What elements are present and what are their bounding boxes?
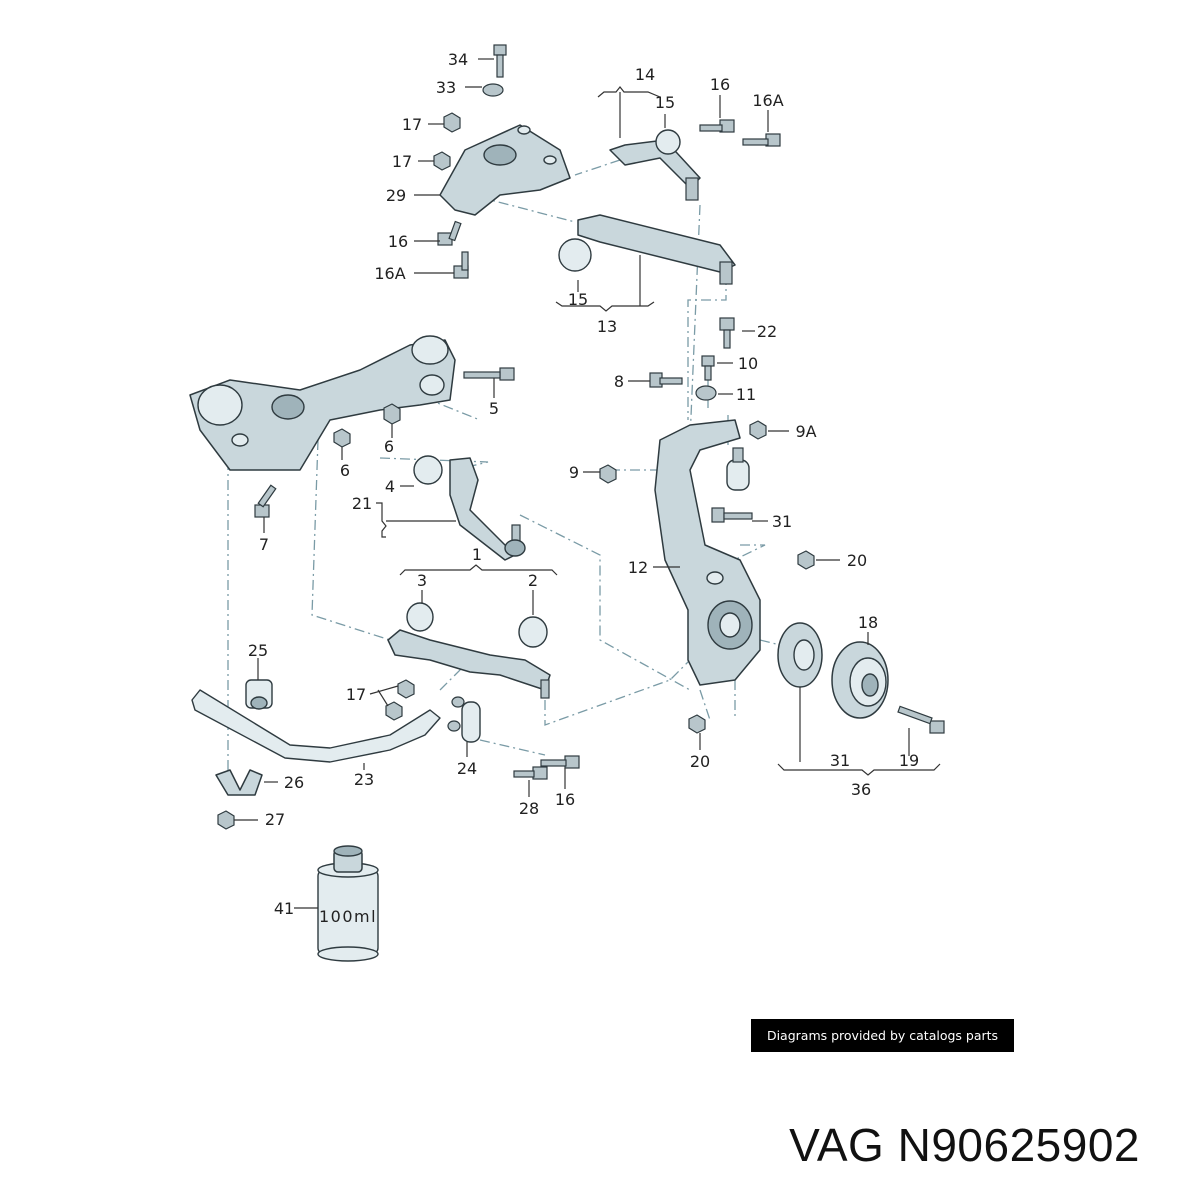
label-29: 29 xyxy=(386,186,406,205)
lower-arm-21 xyxy=(413,455,526,561)
label-34: 34 xyxy=(448,50,468,69)
upper-arm-13 xyxy=(558,214,736,285)
callout-labels: 34 33 17 17 29 16 16A 14 15 16 16A 15 13… xyxy=(248,50,919,918)
label-41: 41 xyxy=(274,899,294,918)
nut-17-lower xyxy=(433,151,451,171)
label-9: 9 xyxy=(569,463,579,482)
label-14: 14 xyxy=(635,65,655,84)
label-20-lower: 20 xyxy=(690,752,710,771)
bushing-25 xyxy=(245,679,273,710)
bolt-10 xyxy=(701,355,715,381)
leader-lines xyxy=(234,58,941,909)
label-36: 36 xyxy=(851,780,871,799)
label-19: 19 xyxy=(899,751,919,770)
label-31-lower: 31 xyxy=(830,751,850,770)
label-11: 11 xyxy=(736,385,756,404)
nut-17-arm-lower xyxy=(385,701,403,721)
label-12: 12 xyxy=(628,558,648,577)
label-25: 25 xyxy=(248,641,268,660)
bolt-22 xyxy=(719,317,735,349)
bolt-31-upper xyxy=(711,507,753,523)
nut-27 xyxy=(217,810,235,830)
bolt-16A-left xyxy=(453,251,469,279)
label-17-lower: 17 xyxy=(392,152,412,171)
label-24: 24 xyxy=(457,759,477,778)
credit-banner: Diagrams provided by catalogs parts xyxy=(751,1019,1014,1052)
washer-33 xyxy=(482,83,504,97)
label-20-upper: 20 xyxy=(847,551,867,570)
label-28: 28 xyxy=(519,799,539,818)
wheel-bearing-housing-12 xyxy=(654,419,761,686)
nut-6-right xyxy=(383,403,401,425)
bolt-19 xyxy=(897,705,945,734)
label-6-right: 6 xyxy=(384,437,394,456)
bolt-16A-upper xyxy=(742,133,781,147)
label-17-upper: 17 xyxy=(402,115,422,134)
label-16-lower: 16 xyxy=(555,790,575,809)
nut-17-arm-upper xyxy=(397,679,415,699)
label-7: 7 xyxy=(259,535,269,554)
bolt-16-upper xyxy=(699,119,735,133)
washer-11 xyxy=(695,385,717,401)
nut-20-upper xyxy=(797,550,815,570)
clamp-26 xyxy=(215,769,263,796)
nut-9 xyxy=(599,464,617,484)
label-3: 3 xyxy=(417,571,427,590)
bolt-16-left xyxy=(437,220,462,246)
bolt-8 xyxy=(649,372,683,388)
label-4: 4 xyxy=(385,477,395,496)
part-number-title: VAG N90625902 xyxy=(789,1119,1140,1171)
label-16-left: 16 xyxy=(388,232,408,251)
label-15-lower: 15 xyxy=(568,290,588,309)
lower-arm-1 xyxy=(387,602,551,699)
nut-20-lower xyxy=(688,714,706,734)
label-33: 33 xyxy=(436,78,456,97)
label-8: 8 xyxy=(614,372,624,391)
nut-6-left xyxy=(333,428,351,448)
upper-arm-14 xyxy=(609,129,701,201)
label-5: 5 xyxy=(489,399,499,418)
label-18: 18 xyxy=(858,613,878,632)
label-27: 27 xyxy=(265,810,285,829)
label-6-left: 6 xyxy=(340,461,350,480)
nut-9A xyxy=(749,420,767,440)
nut-17-upper xyxy=(443,112,461,133)
label-31-upper: 31 xyxy=(772,512,792,531)
label-21: 21 xyxy=(352,494,372,513)
bolt-7 xyxy=(254,484,277,518)
label-15-upper: 15 xyxy=(655,93,675,112)
label-23: 23 xyxy=(354,770,374,789)
bolt-16-lower xyxy=(540,755,580,769)
oil-bottle-41: 100ml xyxy=(317,845,379,962)
label-13: 13 xyxy=(597,317,617,336)
label-16A-left: 16A xyxy=(374,264,405,283)
stabilizer-bar-23 xyxy=(191,689,441,763)
label-17-arm: 17 xyxy=(346,685,366,704)
label-26: 26 xyxy=(284,773,304,792)
wheel-bearing-31 xyxy=(777,622,823,688)
label-16A-upper: 16A xyxy=(752,91,783,110)
bottle-volume-label: 100ml xyxy=(319,907,377,926)
coupling-rod-24 xyxy=(447,696,481,743)
label-10: 10 xyxy=(738,354,758,373)
wheel-hub-18 xyxy=(831,641,889,719)
label-2: 2 xyxy=(528,571,538,590)
subframe xyxy=(189,335,456,471)
label-1: 1 xyxy=(472,545,482,564)
bolt-5 xyxy=(463,367,515,381)
bolt-28 xyxy=(513,766,548,780)
label-16-upper: 16 xyxy=(710,75,730,94)
ball-joint xyxy=(726,447,750,491)
label-9A: 9A xyxy=(795,422,816,441)
label-22: 22 xyxy=(757,322,777,341)
bolt-34 xyxy=(493,44,507,78)
upper-mount-bracket xyxy=(439,124,571,216)
